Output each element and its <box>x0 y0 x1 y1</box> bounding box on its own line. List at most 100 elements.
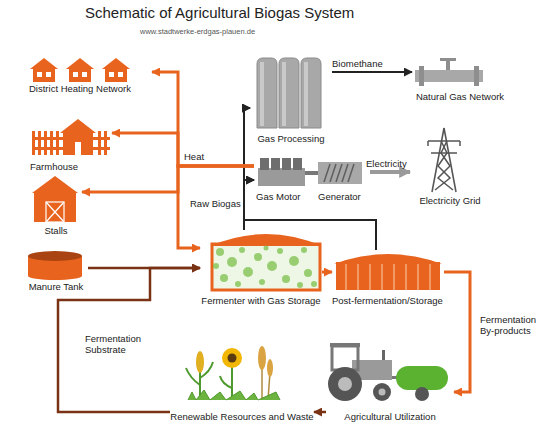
fermenter-icon-part-part <box>289 256 299 266</box>
flow-label: Raw Biogas <box>190 198 250 209</box>
flow-label: Fermentation By-products <box>480 314 548 336</box>
icon-node: Gas Motor <box>254 156 310 202</box>
icon-node: Renewable Resources and Waste <box>170 342 314 422</box>
icon-node: Electricity Grid <box>410 126 490 206</box>
flow-arrow <box>332 71 412 73</box>
flow-arrow <box>370 170 410 174</box>
fermenter-icon-part-part <box>282 275 290 283</box>
manure-tank-icon-part <box>28 251 82 261</box>
manure-tank-icon-part <box>28 272 82 280</box>
crops-icon-part <box>220 376 232 388</box>
gas-motor-icon <box>258 158 318 186</box>
flow-arrow <box>244 108 376 250</box>
gas-pipe-icon-part <box>446 61 450 70</box>
fermenter-icon-part <box>210 234 322 246</box>
flow-label: Biomethane <box>332 58 392 69</box>
houses-icon-part <box>105 68 127 82</box>
flow-arrow <box>178 166 254 248</box>
crops-icon-part <box>231 364 233 400</box>
post-fermenter-icon-part-part <box>381 264 383 290</box>
crops-icon <box>186 346 280 400</box>
gas-motor-icon-part <box>258 168 305 186</box>
node-text-holder: Generator <box>314 191 370 202</box>
houses-icon <box>30 58 130 82</box>
tractor-icon-part <box>396 366 448 390</box>
post-fermenter-icon-part <box>346 264 430 290</box>
diagram-title: Schematic of Agricultural Biogas System <box>85 4 354 22</box>
gas-tanks-icon <box>257 58 321 128</box>
tractor-icon-part <box>338 377 352 391</box>
gas-pipe-icon-part <box>415 70 483 82</box>
node-text-holder: Gas Processing <box>250 133 332 144</box>
farmhouse-icon <box>32 119 110 155</box>
houses-icon-part <box>37 72 42 77</box>
generator-icon-part-part <box>336 164 342 182</box>
node-label: Post-fermentation/Storage <box>332 295 443 306</box>
node-text-holder: Farmhouse <box>28 161 112 172</box>
generator-icon-part-part <box>330 164 336 182</box>
tractor-icon-part <box>415 387 429 401</box>
houses-icon-part <box>118 72 123 77</box>
flow-arrow <box>322 271 332 274</box>
icon-node: Gas Processing <box>250 56 332 144</box>
generator-icon-part-part <box>342 164 348 182</box>
gas-motor-icon-part <box>271 158 280 170</box>
houses-icon-part <box>73 72 78 77</box>
fermenter-icon-part <box>212 244 320 290</box>
crops-icon-part <box>196 351 204 373</box>
icon-node: District Heating Network <box>26 56 152 94</box>
fermenter-icon-part-part <box>297 282 303 288</box>
flow-arrow <box>152 72 254 166</box>
flow-label: Electricity <box>366 158 416 169</box>
gas-motor-icon-part <box>260 158 269 170</box>
tractor-icon-part <box>330 343 360 347</box>
fermenter-icon-part-part <box>227 257 237 267</box>
post-fermenter-icon <box>334 254 442 290</box>
generator-icon-part <box>318 162 362 184</box>
flow-label: Fermentation Substrate <box>85 333 155 355</box>
post-fermenter-icon-part <box>334 254 442 264</box>
gas-tanks-icon-part <box>257 58 277 128</box>
node-label: Agricultural Utilization <box>344 411 435 422</box>
node-text-holder: Gas Motor <box>254 191 310 202</box>
icon-node: Natural Gas Network <box>412 58 508 102</box>
node-label: Gas Motor <box>256 191 300 202</box>
gas-pipe-icon-part <box>474 66 479 86</box>
fermenter-icon-part-part <box>264 246 269 251</box>
gas-motor-icon-part <box>293 158 302 170</box>
generator-icon <box>318 162 362 184</box>
farmhouse-icon-part <box>32 131 35 155</box>
flow-label: Heat <box>184 151 214 162</box>
fermenter-icon-part-part <box>254 253 262 261</box>
fermenter-icon-part-part <box>216 248 224 256</box>
post-fermenter-icon-part-part <box>429 264 431 290</box>
stalls-icon <box>32 176 78 222</box>
pylon-icon-part <box>438 141 453 190</box>
node-label: Fermenter with Gas Storage <box>201 295 320 306</box>
icon-node: Farmhouse <box>28 118 112 172</box>
node-label: Stalls <box>44 225 67 236</box>
post-fermenter-icon-part-part <box>417 264 419 290</box>
gas-pipe-icon-part <box>440 58 456 61</box>
node-label: Generator <box>318 191 361 202</box>
pylon-icon-part <box>459 141 461 146</box>
fermenter-icon-part-part <box>213 263 219 269</box>
tractor-icon-part <box>373 383 391 401</box>
fermenter-icon-part-part <box>220 274 228 282</box>
tractor-icon-part <box>328 367 362 401</box>
node-text-holder: Electricity Grid <box>410 195 490 206</box>
stalls-icon-part <box>34 192 76 222</box>
post-fermenter-icon-part-part <box>345 264 347 290</box>
icon-node: Generator <box>314 158 370 202</box>
flow-arrow <box>82 166 254 192</box>
node-text-holder: District Heating Network <box>26 83 152 94</box>
stalls-icon-part <box>46 202 64 222</box>
icon-node: Fermenter with Gas Storage <box>200 230 322 306</box>
tractor-icon-part <box>332 346 358 370</box>
pylon-icon-part <box>431 152 457 154</box>
houses-icon-part <box>66 58 94 69</box>
gas-pipe-icon <box>415 58 483 86</box>
generator-icon-part <box>324 164 354 182</box>
